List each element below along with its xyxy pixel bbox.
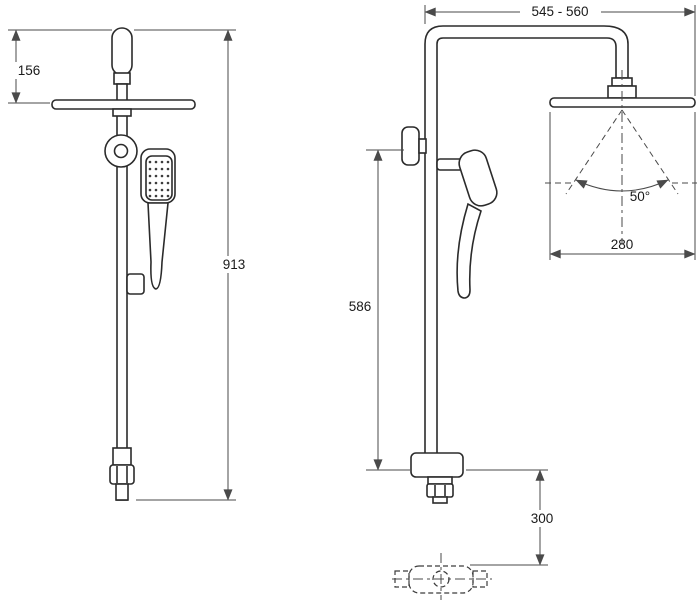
- front-hand-shower-handle: [147, 202, 169, 290]
- front-bottom-stub: [115, 483, 129, 501]
- side-outlet-nut: [426, 483, 454, 498]
- label-backing: [520, 3, 601, 19]
- dim-bar-height-label: 586: [349, 299, 372, 314]
- side-wall-bracket-arm: [418, 138, 427, 154]
- front-slider-knob: [113, 143, 129, 159]
- side-outlet-stub: [432, 496, 448, 504]
- front-plate-collar: [112, 108, 132, 117]
- label-backing: [523, 510, 561, 527]
- side-view: [392, 25, 697, 600]
- front-riser-nut: [113, 72, 131, 85]
- front-riser-cap: [111, 27, 133, 76]
- dim-head-offset-label: 156: [18, 63, 41, 78]
- label-backing: [216, 256, 253, 273]
- dimension-bar-height: 586: [345, 149, 410, 471]
- side-pipe: [424, 25, 629, 471]
- front-riser-stem: [116, 83, 128, 102]
- front-view: [51, 27, 196, 501]
- ghost-mixer-outline: [392, 553, 492, 600]
- label-backing: [345, 298, 375, 315]
- front-hand-shower-face: [145, 155, 173, 201]
- dimension-outlet-height: 300: [466, 469, 561, 566]
- spray-cone-right: [621, 109, 679, 195]
- dimension-spray-angle: 50°: [630, 189, 650, 204]
- dimension-total-height: 913: [134, 29, 253, 501]
- front-hand-shower-nozzles: [148, 160, 170, 198]
- side-bottom-elbow: [410, 452, 464, 478]
- dimension-head-width: 280: [549, 112, 696, 260]
- dim-spray-angle-label: 50°: [630, 189, 650, 204]
- dim-overall-width-label: 545 - 560: [531, 4, 588, 19]
- front-overhead-shower-plate: [51, 99, 196, 110]
- dim-head-width-label: 280: [611, 237, 634, 252]
- dim-total-height-label: 913: [223, 257, 246, 272]
- front-handset-holder: [126, 273, 145, 295]
- dimension-head-offset: 156: [8, 29, 112, 104]
- front-bottom-sleeve: [112, 447, 132, 466]
- dimension-overall-width: 545 - 560: [424, 3, 696, 96]
- side-hand-shower-head: [458, 149, 498, 207]
- spray-angle-arc: [575, 179, 669, 192]
- spray-cone-left: [565, 109, 623, 195]
- dim-outlet-height-label: 300: [531, 511, 554, 526]
- side-wall-bracket: [401, 126, 420, 166]
- label-backing: [13, 62, 46, 79]
- side-hand-shower-handle: [456, 202, 482, 299]
- front-bottom-nut: [109, 464, 135, 485]
- side-outlet-step: [427, 476, 453, 485]
